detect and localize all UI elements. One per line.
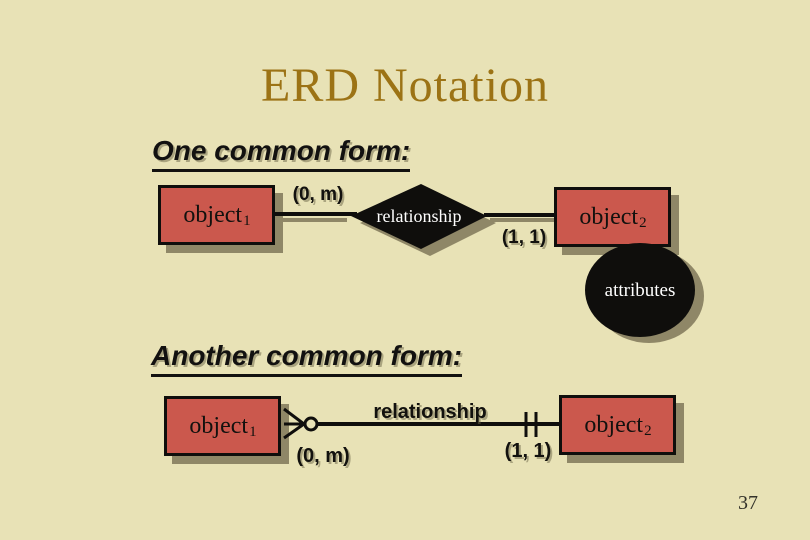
section-heading-another: Another common form: xyxy=(151,340,463,377)
form2-cardinality-left: (0, m) xyxy=(296,445,350,467)
form1-cardinality-right: (1, 1) xyxy=(501,227,547,248)
section-another: Another common form: xyxy=(151,340,463,377)
form1-entity2-label: object xyxy=(579,203,639,230)
form1-entity1-subscript: 1 xyxy=(243,212,251,229)
form1-entity1-label: object xyxy=(183,201,243,228)
crow-foot-prong-top xyxy=(283,407,305,426)
ellipse-shape xyxy=(585,243,695,337)
form2-connector xyxy=(283,407,559,440)
form2-relationship-label: relationship xyxy=(373,401,487,423)
attributes-ellipse: attributes xyxy=(585,243,704,343)
form1-relationship-diamond: relationship xyxy=(351,184,496,256)
form2-entity2-subscript: 2 xyxy=(644,422,652,439)
crow-foot-prong-bottom xyxy=(283,422,305,440)
page-title: ERD Notation xyxy=(261,59,549,112)
form1-relationship-label: relationship xyxy=(377,206,462,226)
form1-connector-right-line xyxy=(484,213,556,217)
crow-foot-zero-many-icon xyxy=(283,407,319,440)
zero-circle-icon xyxy=(303,416,319,432)
form1-connector-left-line xyxy=(273,212,357,216)
form2-cardinality-right: (1, 1) xyxy=(504,440,552,462)
form2-entity2-label: object xyxy=(584,411,644,438)
page-number: 37 xyxy=(738,492,758,514)
section-heading-one: One common form: xyxy=(152,135,411,172)
form2-entity1-subscript: 1 xyxy=(249,423,257,440)
form1-connector-left-line-shadow xyxy=(281,218,347,222)
form1-cardinality-left: (0, m) xyxy=(292,184,344,205)
form1-connector-right-line-shadow xyxy=(490,218,556,222)
form1-entity2-subscript: 2 xyxy=(639,214,647,231)
section-one: One common form: xyxy=(152,135,411,172)
diamond-shape xyxy=(351,184,487,249)
attributes-label: attributes xyxy=(605,280,676,301)
form2-entity1-label: object xyxy=(189,412,249,439)
one-one-tick-marks-icon xyxy=(524,412,538,437)
